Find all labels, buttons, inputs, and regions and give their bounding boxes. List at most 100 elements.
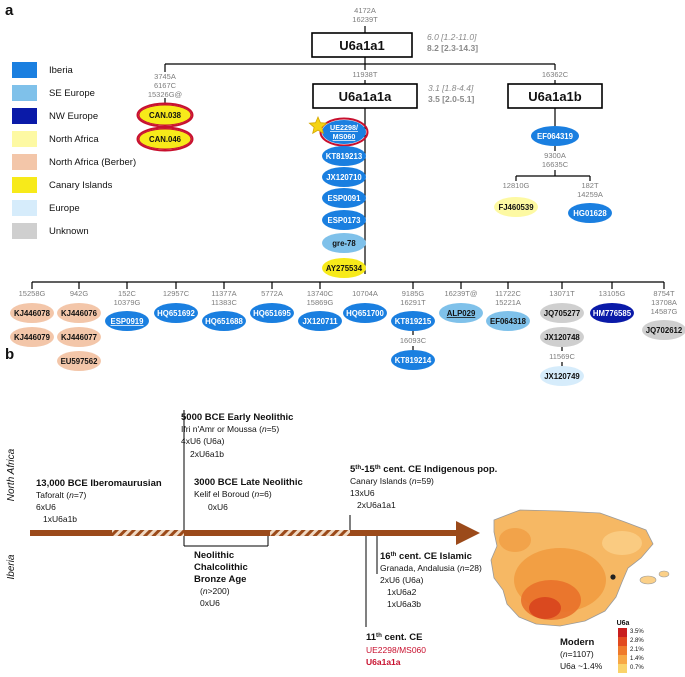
legend-swatch (12, 154, 37, 170)
scale-tick-label: 2.8% (630, 638, 644, 644)
sample-node-label: JQ702612 (646, 326, 683, 335)
sample-node-label: ESP0173 (328, 216, 362, 225)
sample-node-label: HQ651700 (346, 309, 384, 318)
legend-item-europe: Europe (12, 200, 80, 216)
site-marker (610, 574, 616, 580)
sample-node: JX120711 (298, 311, 342, 331)
event-title: 3000 BCE Late Neolithic (194, 477, 303, 488)
legend-label: Iberia (49, 64, 73, 76)
clade-age-bold: 3.5 [2.0-5.1] (428, 94, 474, 104)
timeline-segment (30, 530, 112, 536)
scale-title: U6a (617, 620, 630, 627)
sample-node-label: KJ446079 (14, 333, 51, 342)
sample-node-label: HG01628 (573, 209, 607, 218)
mutation-label: 11377A (211, 289, 236, 298)
sample-node: ESP0173 (322, 210, 366, 230)
mutation-label: 16239T@ (444, 289, 477, 298)
sample-node-label: HQ651688 (205, 317, 243, 326)
root-haplogroup-box (311, 32, 413, 58)
mutation-label: 15221A (495, 298, 521, 307)
sample-node-label: KJ446077 (61, 333, 97, 342)
frequency-contour (529, 597, 561, 619)
row-label-north-africa: North Africa (6, 448, 17, 501)
mutation-label: 13071T (549, 289, 575, 298)
event-site: Canary Islands (n=59) (350, 476, 434, 486)
sample-node-label: KJ446076 (61, 309, 98, 318)
scale-swatch (618, 664, 627, 673)
legend-item-nw-europe: NW Europe (12, 108, 98, 124)
sample-node: ESP0091 (322, 188, 366, 208)
sample-node-shape (322, 210, 366, 230)
legend-swatch (12, 177, 37, 193)
mutation-label: 3745A (154, 72, 176, 81)
sample-node-shape (105, 311, 149, 331)
sample-node-shape (439, 303, 483, 323)
legend-label: Europe (49, 202, 80, 214)
event-line: 1xU6a2 (387, 587, 417, 597)
legend-label: North Africa (Berber) (49, 156, 137, 168)
event-line: 2xU6 (U6a) (380, 575, 424, 585)
sample-node-label: EF064318 (490, 317, 527, 326)
root-age-bold: 8.2 [2.3-14.3] (427, 43, 478, 53)
sample-node-label: JX120711 (302, 317, 338, 326)
root-mutation-label: 4172A (354, 6, 376, 15)
sample-node-shape (494, 197, 538, 217)
root-age-italic: 6.0 [1.2-11.0] (427, 32, 477, 42)
event-line: UE2298/MS060 (366, 645, 426, 655)
sample-node-label: KT819213 (326, 152, 363, 161)
sample-node-label: FJ460539 (498, 203, 534, 212)
mutation-label: 16291T (400, 298, 426, 307)
mutation-label: 15258G (19, 289, 46, 298)
sample-node-label: gre-78 (332, 239, 356, 248)
legend-item-north-africa: North Africa (12, 131, 99, 147)
clade-box-u6a1a1a-label: U6a1a1a (339, 89, 393, 104)
legend-swatch (12, 62, 37, 78)
legend-item-iberia: Iberia (12, 62, 73, 78)
sample-node-label: KJ446078 (14, 309, 51, 318)
event-line: 0xU6 (208, 502, 228, 512)
mutation-label: 11722C (495, 289, 521, 298)
sample-node-label: KT819214 (395, 356, 432, 365)
sample-node-shape (540, 327, 584, 347)
sample-node-shape (590, 303, 634, 323)
mutation-label: 6167C (154, 81, 177, 90)
event-title: Chalcolithic (194, 562, 248, 573)
event-site: Ifri n'Amr or Moussa (n=5) (181, 424, 279, 434)
sample-node: JQ702612 (642, 320, 685, 340)
legend-swatch (12, 223, 37, 239)
legend-item-se-europe: SE Europe (12, 85, 95, 101)
mutation-label: 8754T (653, 289, 675, 298)
sample-node: UE2298/MS060 (319, 117, 369, 147)
sample-node: KJ446078 (10, 303, 54, 323)
scale-tick-label: 3.5% (630, 629, 644, 635)
mutation-label: 10704A (352, 289, 378, 298)
sample-node-label: MS060 (333, 132, 356, 141)
sample-node-shape (250, 303, 294, 323)
sample-node-shape (322, 120, 366, 144)
legend-swatch (12, 108, 37, 124)
row-label-iberia: Iberia (6, 554, 17, 579)
frequency-contour (602, 531, 642, 555)
sample-node: JQ705277 (540, 303, 584, 323)
color-scale (618, 628, 627, 673)
mutation-label: 11569C (549, 352, 575, 361)
sample-node-shape (322, 233, 366, 253)
event-title: 5000 BCE Early Neolithic (181, 412, 293, 423)
scale-swatch (618, 655, 627, 664)
event-title: Bronze Age (194, 574, 246, 585)
event-line: 1xU6a3b (387, 599, 421, 609)
mutation-label: 5772A (261, 289, 283, 298)
event-line: 2xU6a1b (190, 449, 224, 459)
sample-node-shape (154, 303, 198, 323)
mutation-label: 13105G (599, 289, 626, 298)
sample-node-shape (322, 146, 366, 166)
sample-node-shape (343, 303, 387, 323)
timeline-gap (270, 530, 350, 536)
mutation-label: 14587G (651, 307, 678, 316)
balearic-island (658, 570, 670, 578)
legend-label: SE Europe (49, 87, 95, 99)
sample-node: FJ460539 (494, 197, 538, 217)
legend-item-north-africa-berber: North Africa (Berber) (12, 154, 136, 170)
event-line: 2xU6a1a1 (357, 500, 396, 510)
